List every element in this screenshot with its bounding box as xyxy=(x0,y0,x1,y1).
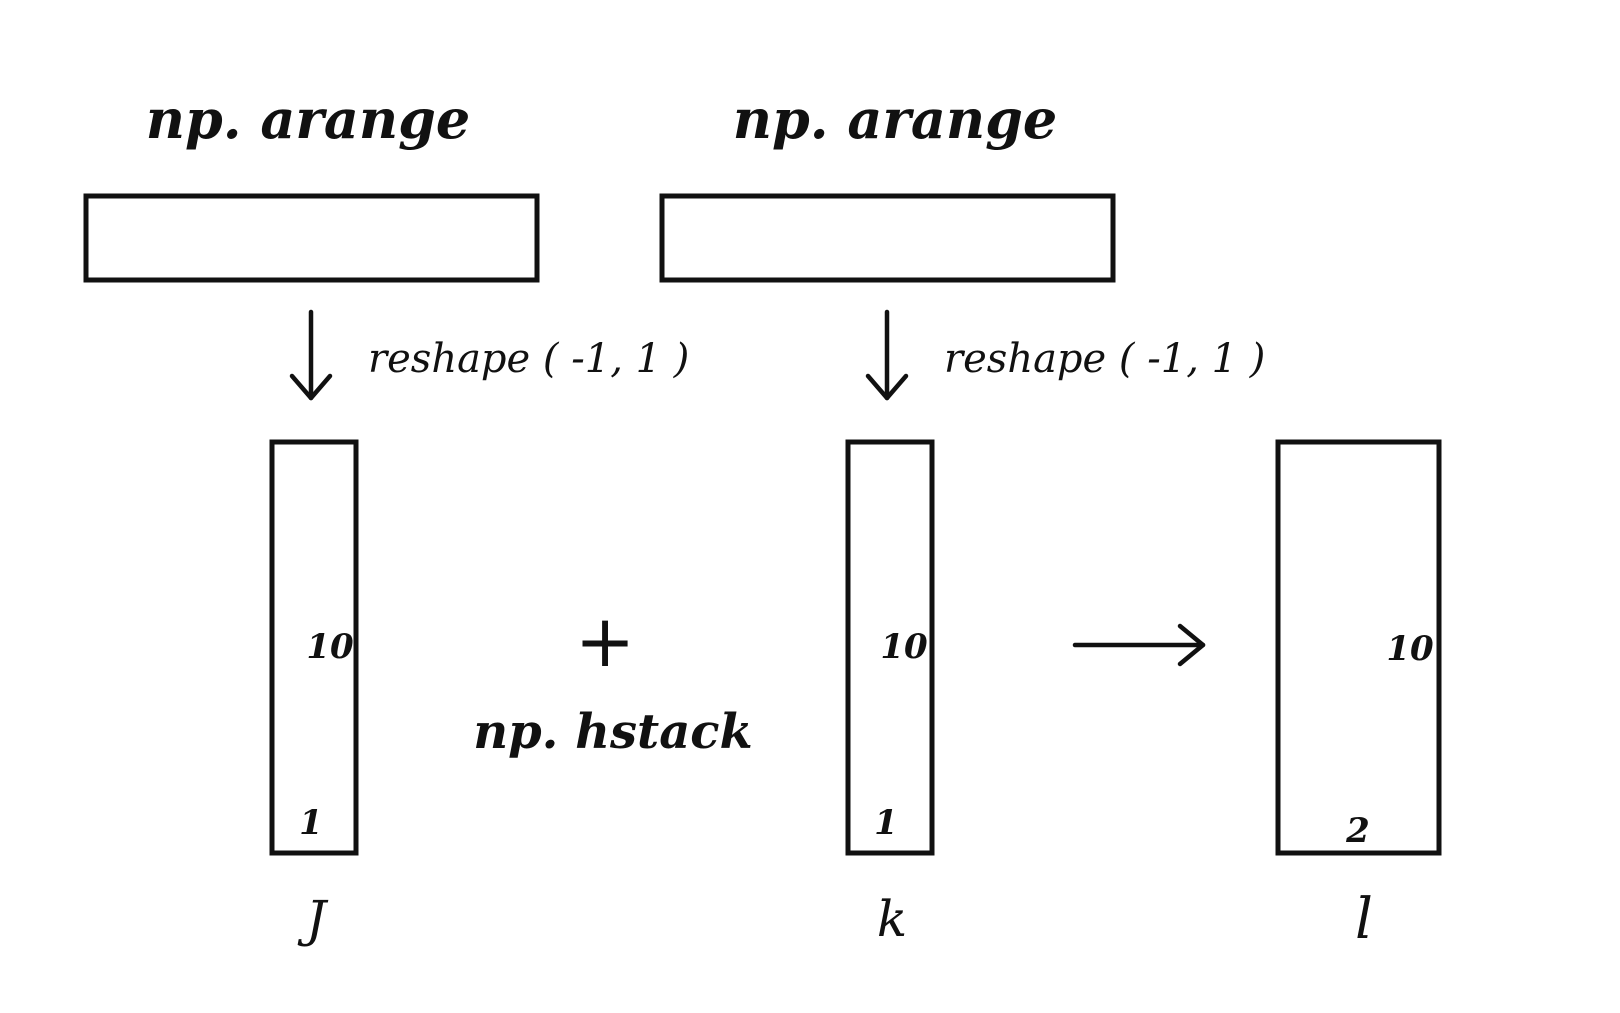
result-matrix xyxy=(1275,439,1442,856)
right-chain: np. arange reshape ( -1, 1 ) 10 1 k xyxy=(659,87,1265,948)
right-reshape-label: reshape ( -1, 1 ) xyxy=(944,336,1265,382)
right-column-array xyxy=(845,439,935,856)
plus-sign: + xyxy=(575,599,635,683)
right-row-array xyxy=(659,193,1116,283)
right-column-cols: 1 xyxy=(874,803,898,843)
left-reshape-label: reshape ( -1, 1 ) xyxy=(368,336,689,382)
left-column-cols: 1 xyxy=(299,803,323,843)
result-rows: 10 xyxy=(1386,629,1434,669)
result-arrow-icon xyxy=(1072,623,1206,667)
right-down-arrow-icon xyxy=(865,309,909,401)
result-array-name: l xyxy=(1355,887,1373,952)
left-arange-label: np. arange xyxy=(146,87,470,151)
hstack-operator: + np. hstack xyxy=(473,599,753,760)
right-column-rows: 10 xyxy=(880,627,928,667)
left-column-rows: 10 xyxy=(306,627,354,667)
left-row-array xyxy=(83,193,540,283)
left-array-name: J xyxy=(297,890,329,948)
result-array: 10 2 l xyxy=(1275,439,1442,952)
left-column-array xyxy=(269,439,359,856)
left-down-arrow-icon xyxy=(289,309,333,401)
right-arange-label: np. arange xyxy=(733,87,1057,151)
result-cols: 2 xyxy=(1345,811,1370,851)
left-chain: np. arange reshape ( -1, 1 ) 10 1 J xyxy=(83,87,689,948)
right-array-name: k xyxy=(877,890,907,948)
hstack-label: np. hstack xyxy=(473,704,753,760)
